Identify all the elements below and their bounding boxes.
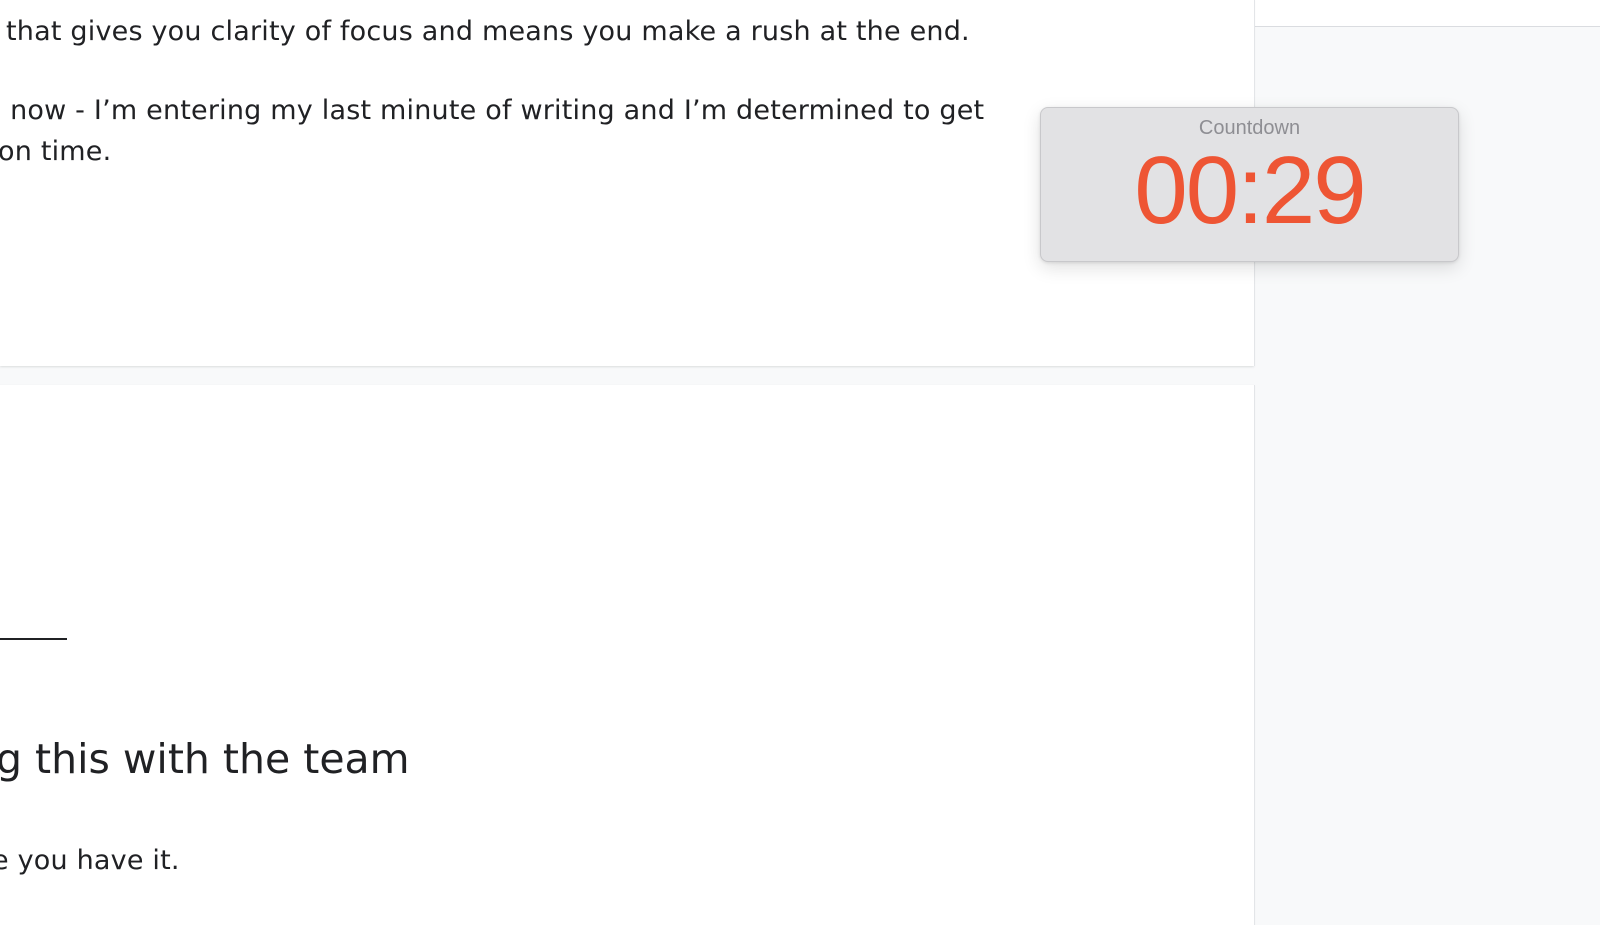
body-text-line: : now - I’m entering my last minute of w…	[0, 95, 985, 126]
countdown-title: Countdown	[1198, 117, 1301, 139]
section-heading: g this with the team	[0, 735, 410, 783]
countdown-timer-window[interactable]: Countdown 00:29	[1040, 107, 1459, 262]
horizontal-rule	[0, 638, 67, 640]
body-text-line: on time.	[0, 136, 112, 167]
document-page[interactable]: g this with the team e you have it.	[0, 385, 1254, 925]
body-text-line: that gives you clarity of focus and mean…	[6, 16, 970, 47]
countdown-time-display: 00:29	[1134, 137, 1366, 244]
body-text-line: e you have it.	[0, 845, 180, 876]
